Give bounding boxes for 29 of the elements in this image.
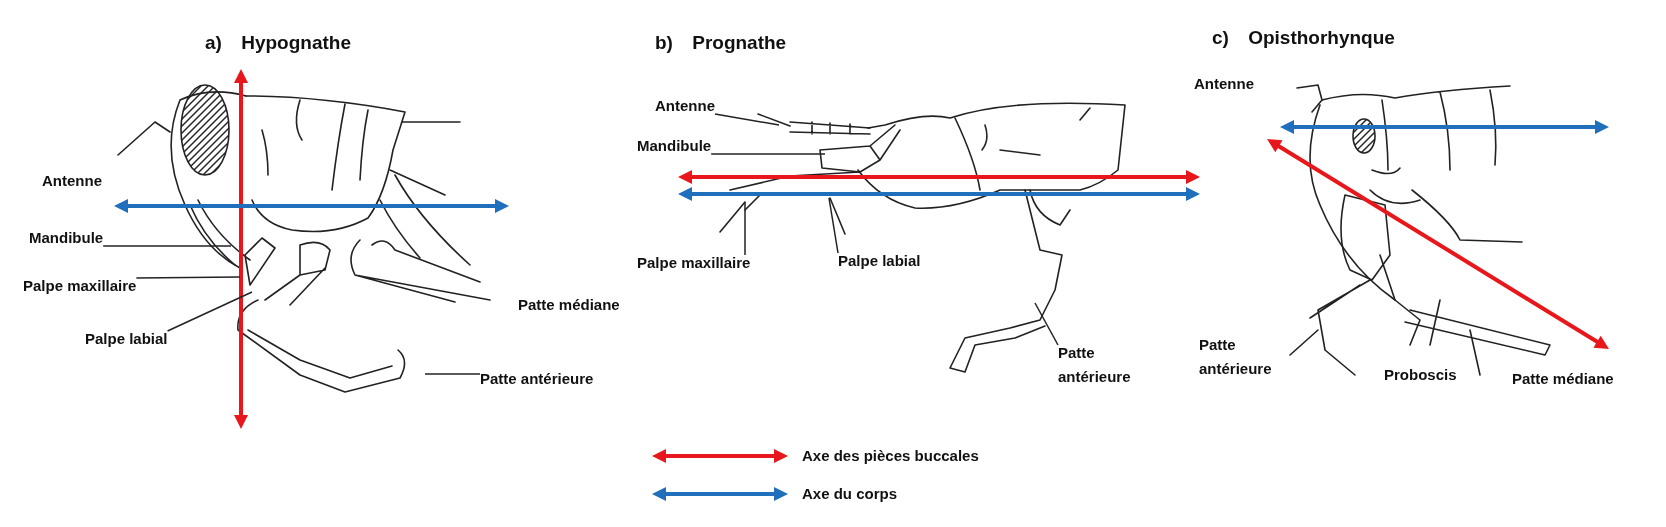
leader-line [1034, 302, 1059, 346]
part-label: Patte médiane [1512, 369, 1614, 389]
leader-line [714, 113, 780, 126]
part-label: Palpe labial [838, 249, 921, 273]
part-label: Patte antérieure [480, 367, 594, 391]
part-label: Mandibule [637, 134, 712, 158]
part-label: Patte médiane [518, 295, 620, 315]
part-label: Palpe maxillaire [637, 251, 751, 275]
panel-title: b) Prognathe [655, 32, 787, 54]
part-label: Proboscis [1384, 365, 1457, 385]
leader-line [102, 245, 232, 247]
part-label: Antenne [42, 171, 102, 191]
leader-line [135, 276, 241, 279]
leader-line [166, 291, 253, 332]
panel-title: a) Hypognathe [205, 32, 351, 54]
leader-line [828, 197, 839, 254]
leader-line [424, 373, 481, 375]
part-label: Antenne [1194, 74, 1254, 94]
part-label: Palpe maxillaire [23, 274, 137, 298]
legend-label: Axe des pièces buccales [802, 447, 979, 464]
part-label: Patte antérieure [1058, 341, 1168, 389]
panel-title: c) Opisthorhynque [1212, 27, 1395, 49]
part-label: Patte antérieure [1199, 335, 1273, 379]
part-label: Palpe labial [85, 327, 168, 351]
part-label: Mandibule [29, 226, 104, 250]
part-label: Antenne [655, 94, 715, 118]
legend-label: Axe du corps [802, 485, 898, 502]
leader-line [710, 153, 826, 155]
leader-line [744, 201, 746, 256]
